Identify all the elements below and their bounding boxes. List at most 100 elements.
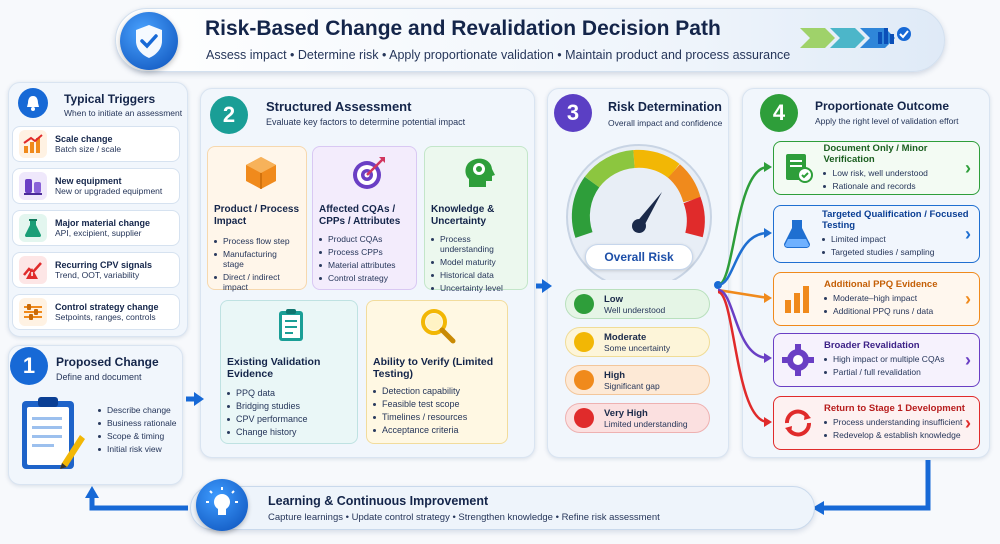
list-item: Timelines / resources <box>373 412 501 422</box>
chevron-right-icon: › <box>965 158 971 178</box>
list-item: Business rationale <box>98 418 176 428</box>
step1-badge: 1 <box>10 347 48 385</box>
status-dot <box>574 332 594 352</box>
step2-subtitle: Evaluate key factors to determine potent… <box>266 117 466 127</box>
outcome-return-stage1[interactable]: Return to Stage 1 Development Process un… <box>773 396 980 450</box>
list-item: Control strategy <box>319 273 410 283</box>
factor-existing-evidence: Existing Validation Evidence PPQ data Br… <box>220 300 358 444</box>
list-item: Additional PPQ runs / data <box>824 306 938 316</box>
list-item: Scope & timing <box>98 431 176 441</box>
learning-bar <box>190 486 815 530</box>
list-item: Low risk, well understood <box>823 168 979 178</box>
list-item: Feasible test scope <box>373 399 501 409</box>
bell-icon <box>18 88 48 118</box>
list-item: Material attributes <box>319 260 410 270</box>
list-item: Model maturity <box>431 257 521 267</box>
shield-check-icon <box>120 12 178 70</box>
cycle-arrows-icon <box>780 405 816 441</box>
brain-head-icon <box>465 158 495 187</box>
list-item: Rationale and records <box>823 181 979 191</box>
list-item: Process understanding <box>431 234 521 254</box>
lightbulb-icon <box>196 479 248 531</box>
factor-list: PPQ data Bridging studies CPV performanc… <box>227 388 351 437</box>
outcome-title: Broader Revalidation <box>824 340 920 351</box>
list-item: Redevelop & establish knowledge <box>824 430 965 440</box>
chevron-right-icon: › <box>965 413 971 433</box>
factor-list: Product CQAs Process CPPs Material attri… <box>319 234 410 283</box>
trigger-title: Control strategy change <box>55 302 159 312</box>
document-check-icon <box>780 150 815 186</box>
learning-subtitle: Capture learnings • Update control strat… <box>268 512 660 523</box>
outcome-broader-revalidation[interactable]: Broader Revalidation High impact or mult… <box>773 333 980 387</box>
step2-badge: 2 <box>210 96 248 134</box>
step4-badge: 4 <box>760 94 798 132</box>
warning-trend-icon <box>19 256 47 284</box>
factor-name: Product / Process Impact <box>214 204 300 227</box>
trigger-title: Recurring CPV signals <box>55 260 153 270</box>
factor-name: Knowledge & Uncertainty <box>431 204 495 227</box>
factor-cqas-cpps: Affected CQAs / CPPs / Attributes Produc… <box>312 146 417 290</box>
risk-desc: Significant gap <box>604 380 660 391</box>
sliders-icon <box>19 298 47 326</box>
triggers-title: Typical Triggers <box>64 92 156 106</box>
step4-title: Proportionate Outcome <box>815 99 950 113</box>
trigger-title: Major material change <box>55 218 151 228</box>
list-item: PPQ data <box>227 388 351 398</box>
step3-badge: 3 <box>554 94 592 132</box>
trigger-desc: API, excipient, supplier <box>55 228 142 238</box>
flask-icon <box>19 214 47 242</box>
list-item: Process flow step <box>214 236 300 246</box>
outcome-title: Document Only / Minor Verification <box>823 142 928 165</box>
step1-list: Describe change Business rationale Scope… <box>98 405 176 457</box>
risk-name: High <box>604 369 626 381</box>
flask-icon <box>780 216 814 252</box>
outcome-targeted-qualification[interactable]: Targeted Qualification / Focused Testing… <box>773 205 980 263</box>
list-item: Acceptance criteria <box>373 425 501 435</box>
chart-up-icon <box>19 130 47 158</box>
list-item: Bridging studies <box>227 401 351 411</box>
equipment-icon <box>19 172 47 200</box>
status-dot <box>574 408 594 428</box>
risk-name: Low <box>604 293 623 305</box>
learning-title: Learning & Continuous Improvement <box>268 494 489 508</box>
step1-title: Proposed Change <box>56 355 159 369</box>
outcome-additional-ppq[interactable]: Additional PPQ Evidence Moderate–high im… <box>773 272 980 326</box>
chevron-right-icon: › <box>965 289 971 309</box>
trigger-desc: New or upgraded equipment <box>55 186 163 196</box>
list-item: Process understanding insufficient <box>824 417 965 427</box>
gauge-label: Overall Risk <box>604 250 674 264</box>
risk-name: Very High <box>604 407 648 419</box>
step2-title: Structured Assessment <box>266 99 412 114</box>
risk-name: Moderate <box>604 331 647 343</box>
triggers-subtitle: When to initiate an assessment <box>64 108 183 118</box>
magnifier-icon <box>421 309 456 344</box>
page-subtitle: Assess impact • Determine risk • Apply p… <box>206 48 791 62</box>
outcome-title: Additional PPQ Evidence <box>824 279 938 290</box>
trigger-title: Scale change <box>55 134 113 144</box>
outcome-document-only[interactable]: Document Only / Minor Verification Low r… <box>773 141 980 195</box>
status-dot <box>574 370 594 390</box>
list-item: Limited impact <box>822 234 979 244</box>
page-title: Risk-Based Change and Revalidation Decis… <box>205 17 721 40</box>
list-item: Direct / indirect impact <box>214 272 300 292</box>
chevron-right-icon: › <box>965 224 971 244</box>
target-icon <box>353 157 385 189</box>
outcome-title: Return to Stage 1 Development <box>824 403 965 414</box>
outcome-title: Targeted Qualification / Focused Testing <box>822 208 969 231</box>
list-item: Partial / full revalidation <box>824 367 944 377</box>
risk-desc: Well understood <box>604 304 666 315</box>
factor-list: Detection capability Feasible test scope… <box>373 386 501 435</box>
step3-subtitle: Overall impact and confidence <box>608 118 723 128</box>
list-item: High impact or multiple CQAs <box>824 354 944 364</box>
